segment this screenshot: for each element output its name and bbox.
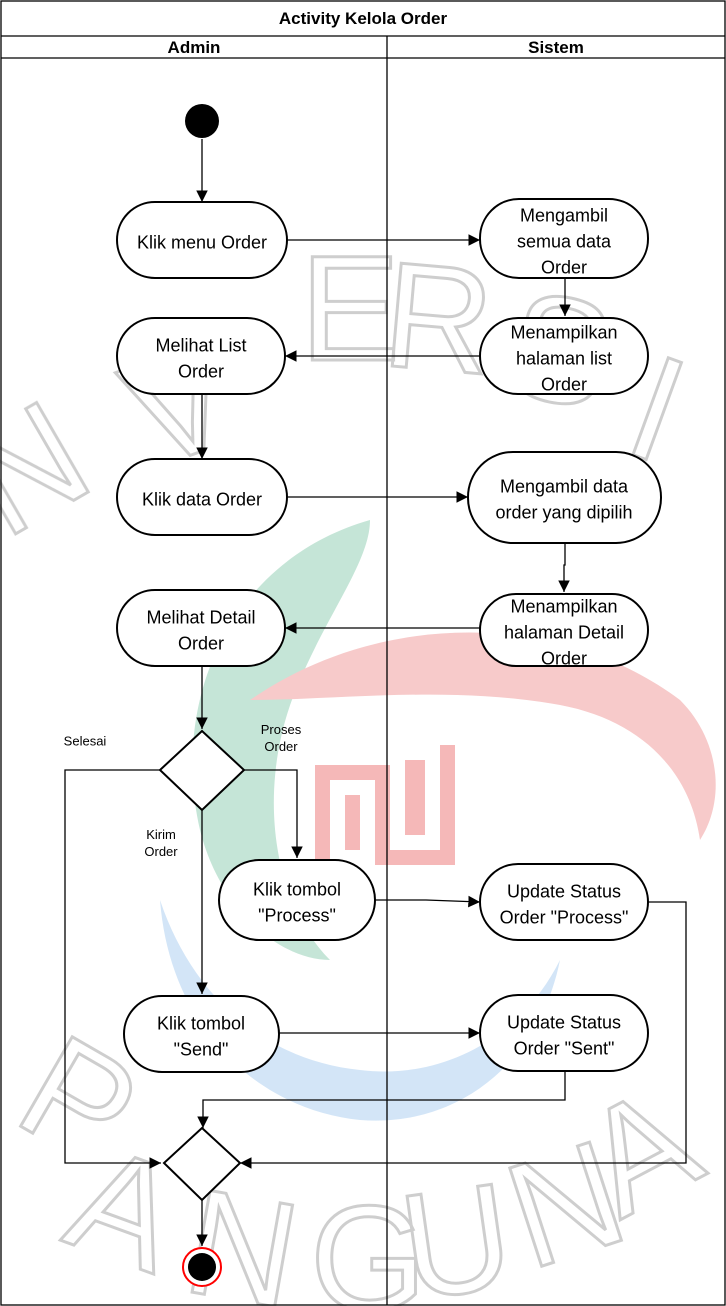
watermark-red-swoosh [250,632,716,840]
watermark: V E R S I N P A N G U N A [0,223,725,1306]
lane-sistem-label: Sistem [528,38,584,57]
activity-label: Klik tombol "Process" [253,880,341,926]
label-line: Order [541,649,587,669]
edge-update-sent-to-merge [197,1071,566,1128]
label-line: Menampilkan [510,323,617,343]
label-line: Order [178,634,224,654]
edge-mengambil-dipilih-to-menampilkan-detail [558,543,570,592]
label-line: Mengambil data [500,477,629,497]
merge-node [162,1126,242,1202]
label-line: "Send" [174,1040,229,1060]
initial-node [185,104,219,138]
watermark-letter: G [310,1174,427,1306]
label-line: "Process" [258,906,336,926]
label-line: Order [144,844,178,859]
activity-label: Klik menu Order [137,233,267,253]
label-line: Klik data Order [142,490,262,510]
label-line: Melihat List [155,336,246,356]
activity-klik-menu-order: Klik menu Order [116,201,288,279]
activity-label: Klik tombol "Send" [157,1014,245,1060]
watermark-letter: U [391,1150,522,1306]
label-line: Order [178,362,224,382]
label-line: Klik tombol [253,880,341,900]
label-line: Melihat Detail [146,608,255,628]
lane-admin-label: Admin [168,38,221,57]
label-line: Order "Process" [500,908,629,928]
label-line: semua data [517,232,612,252]
label-line: order yang dipilih [495,503,632,523]
final-node [182,1247,222,1287]
label-line: Mengambil [520,206,608,226]
label-line: Klik tombol [157,1014,245,1034]
label-line: Kirim [146,827,176,842]
decision-node [158,729,246,812]
label-line: Update Status [507,1013,621,1033]
diagram-title: Activity Kelola Order [279,9,448,28]
watermark-letter: E [300,224,400,392]
label-line: Update Status [507,882,621,902]
label-line: Order "Sent" [514,1039,615,1059]
label-line: Order [264,739,298,754]
edges [64,139,687,1246]
watermark-letter: R [377,230,500,407]
label-line: Order [541,375,587,395]
label-line: halaman list [516,349,612,369]
activity-label: Klik data Order [142,490,262,510]
final-node-core [188,1253,216,1281]
activity-klik-tombol-process: Klik tombol "Process" [218,859,376,941]
label-line: Selesai [64,733,107,748]
label-line: Klik menu Order [137,233,267,253]
edge-decision-to-merge [64,769,161,1169]
activity-label: Mengambil data order yang dipilih [495,477,632,523]
activity-mengambil-data-dipilih: Mengambil data order yang dipilih [467,451,662,544]
edge-update-process-to-merge [240,901,687,1169]
label-line: Order [541,258,587,278]
label-line: Menampilkan [510,597,617,617]
activity-klik-data-order: Klik data Order [116,458,288,536]
watermark-red-emblem [315,745,455,865]
label-line: Proses [261,722,302,737]
watermark-letter: N [0,368,115,568]
label-line: halaman Detail [504,623,624,643]
edge-decision-to-klik-process [244,769,303,858]
edge-klik-process-to-update-process [375,895,481,908]
activity-klik-tombol-send: Klik tombol "Send" [123,995,280,1073]
guard-selesai: Selesai [64,733,107,748]
